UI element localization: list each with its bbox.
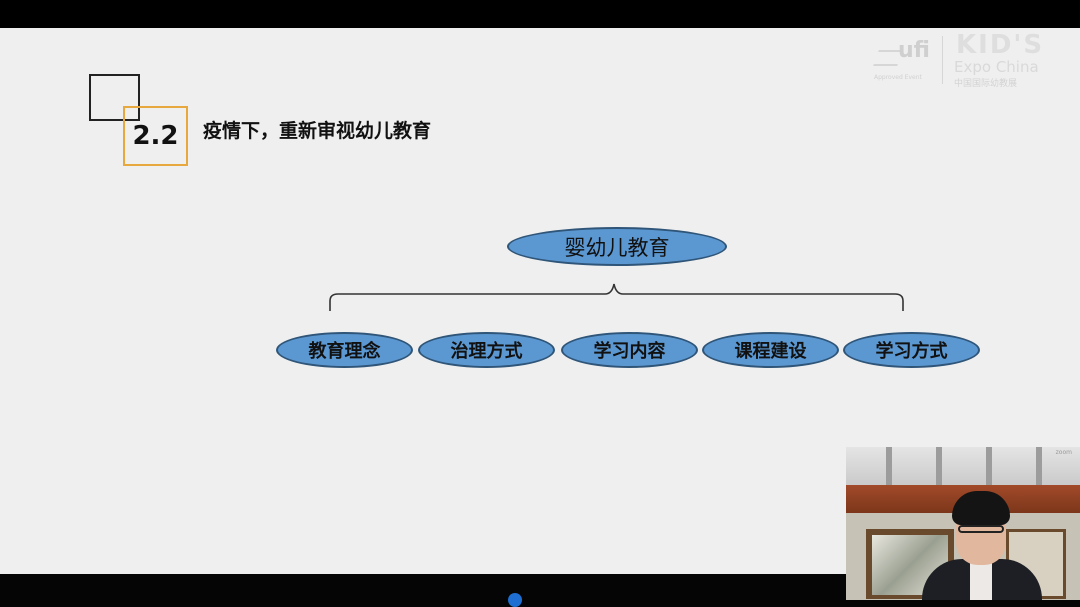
logo-divider	[942, 36, 943, 84]
decorative-square-black	[89, 74, 140, 121]
section-number: 2.2	[132, 121, 179, 151]
diagram-node-education-philosophy: 教育理念	[276, 332, 413, 368]
webcam-label: zoom	[1055, 449, 1072, 456]
speaker-avatar	[922, 491, 1046, 600]
expo-china-text: Expo China	[954, 58, 1039, 76]
diagram-node-learning-methods: 学习方式	[843, 332, 980, 368]
speaker-hair	[952, 491, 1010, 525]
ufi-text: ufi	[898, 38, 930, 63]
ceiling-beam	[936, 447, 942, 487]
kids-expo-logo: ufi Approved Event KID'S Expo China 中国国际…	[868, 30, 1068, 89]
diagram-node-governance: 治理方式	[418, 332, 555, 368]
ceiling-beam	[986, 447, 992, 487]
ceiling-beam	[886, 447, 892, 487]
top-black-bar	[0, 0, 1080, 28]
ufi-subtext: Approved Event	[874, 74, 922, 81]
presentation-slide: ufi Approved Event KID'S Expo China 中国国际…	[0, 28, 1080, 574]
ceiling-beam	[1036, 447, 1042, 487]
glasses-icon	[958, 525, 1004, 533]
diagram-node-learning-content: 学习内容	[561, 332, 698, 368]
diagram-root-node: 婴幼儿教育	[507, 227, 727, 266]
webcam-background-ceiling	[846, 447, 1080, 487]
status-dot-icon[interactable]	[508, 593, 522, 607]
speaker-shirt	[970, 561, 992, 600]
chinese-expo-text: 中国国际幼教展	[954, 79, 1018, 89]
webcam-video-tile[interactable]: zoom	[846, 447, 1080, 600]
kids-wordmark: KID'S	[956, 30, 1045, 60]
section-number-box: 2.2	[123, 106, 188, 166]
diagram-node-curriculum: 课程建设	[702, 332, 839, 368]
slide-title: 疫情下，重新审视幼儿教育	[203, 120, 432, 142]
